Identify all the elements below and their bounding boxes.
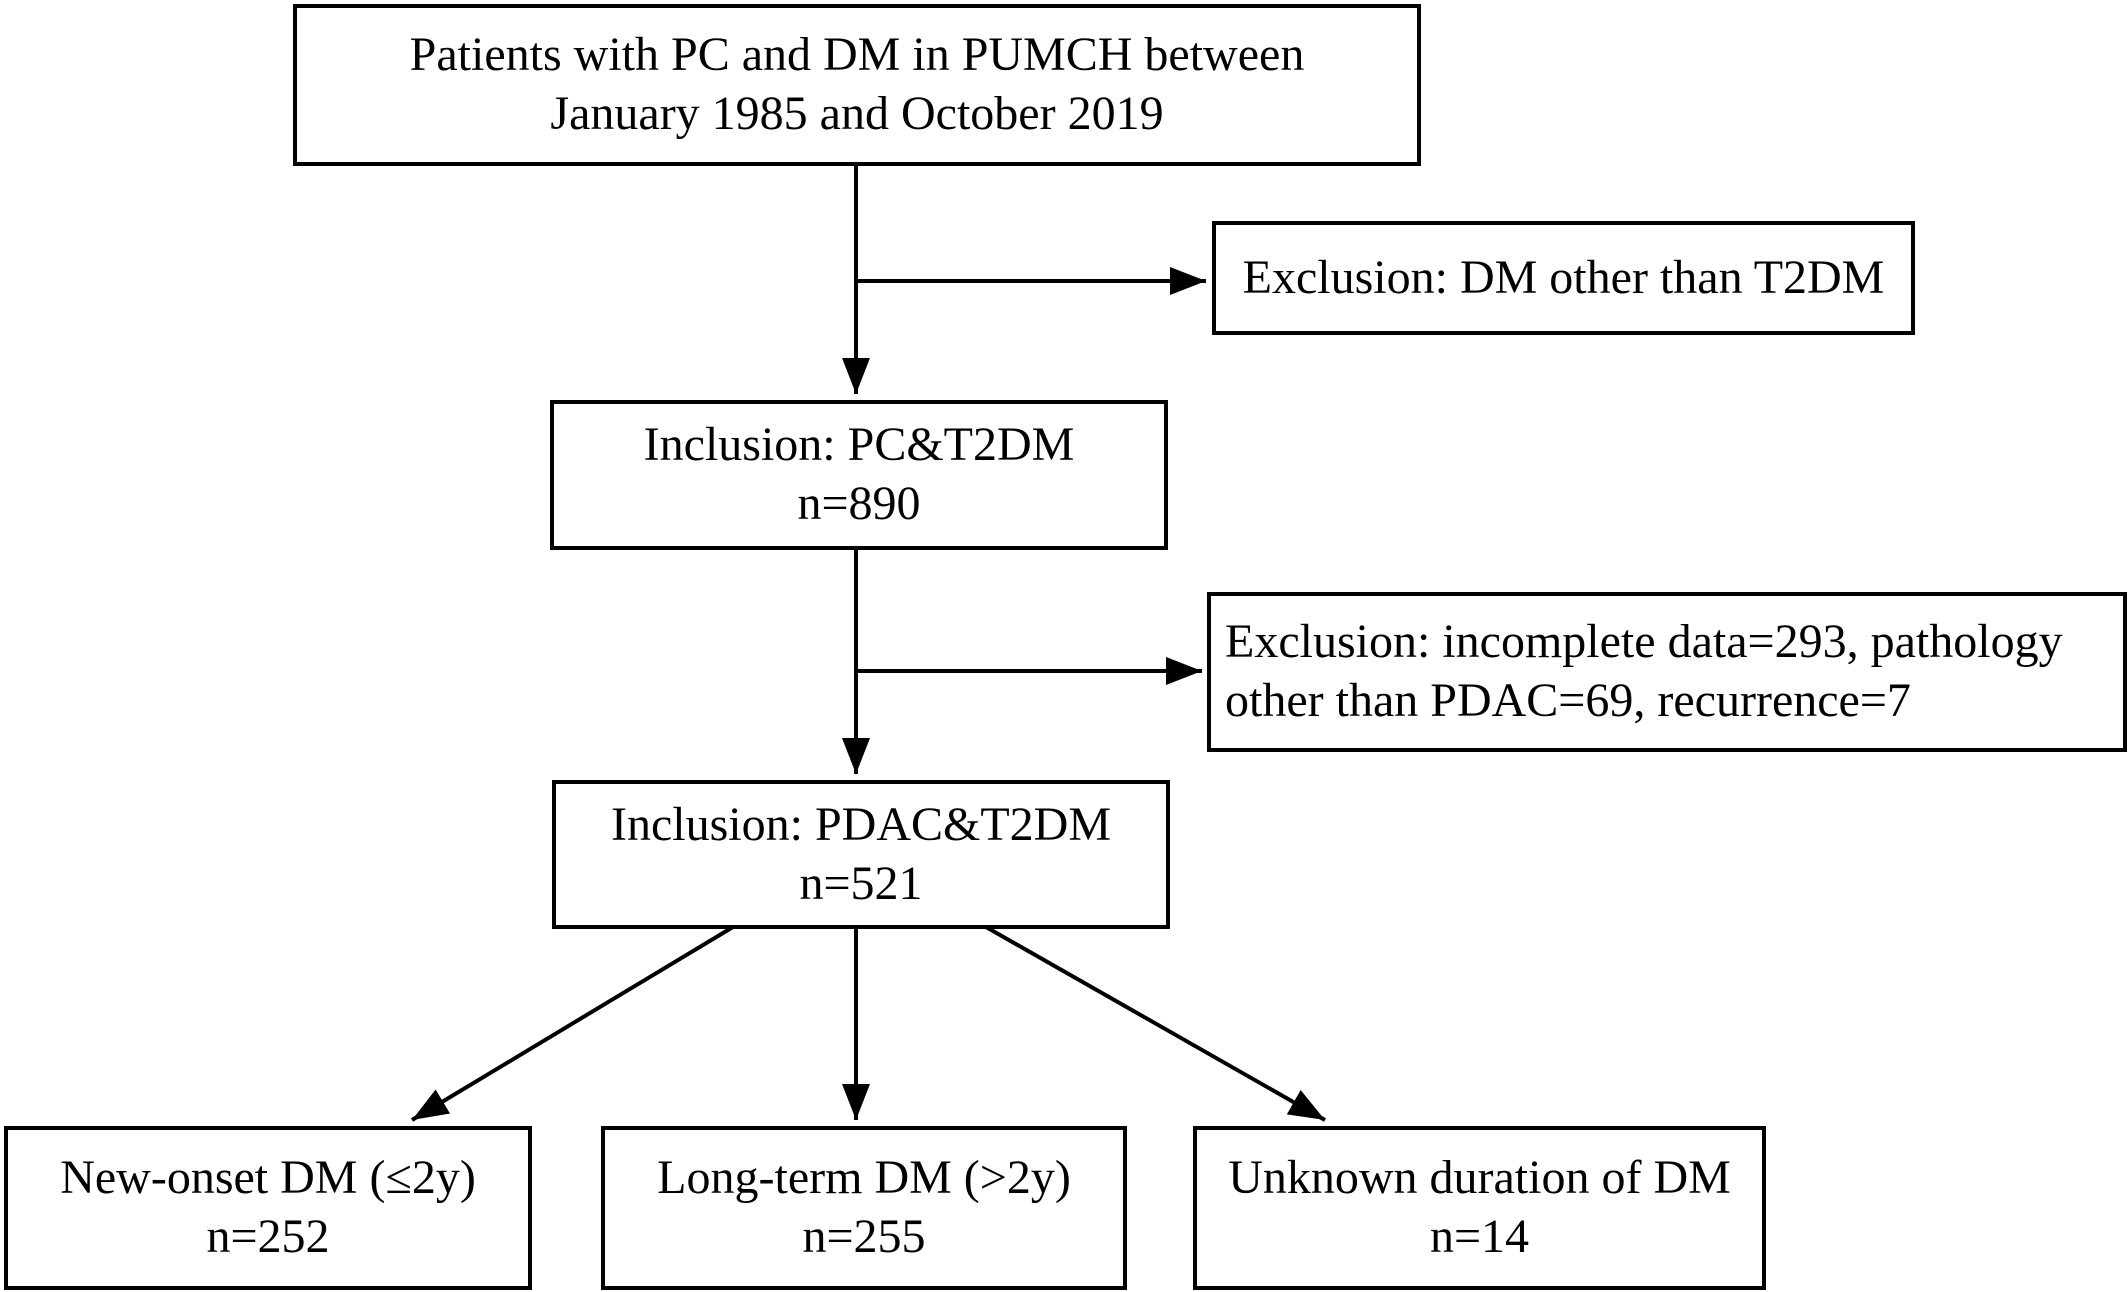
unknown-duration-dm-box: Unknown duration of DM n=14 xyxy=(1193,1126,1766,1290)
exclusion-2-line-2: other than PDAC=69, recurrence=7 xyxy=(1225,674,1911,727)
new-onset-line-2: n=252 xyxy=(206,1210,330,1263)
unknown-line-1: Unknown duration of DM xyxy=(1228,1151,1731,1205)
long-term-line-1: Long-term DM (>2y) xyxy=(657,1151,1071,1205)
source-population-box: Patients with PC and DM in PUMCH between… xyxy=(293,4,1421,166)
long-term-dm-box: Long-term DM (>2y) n=255 xyxy=(601,1126,1127,1290)
arrow-to-unknown xyxy=(985,925,1326,1122)
exclusion-1-line-1: Exclusion: DM other than T2DM xyxy=(1242,250,1885,304)
new-onset-line-1: New-onset DM (≤2y) xyxy=(60,1151,476,1205)
exclusion-2-line-1: Exclusion: incomplete data=293, patholog… xyxy=(1225,615,2063,669)
source-line-2: January 1985 and October 2019 xyxy=(550,87,1164,140)
new-onset-dm-box: New-onset DM (≤2y) n=252 xyxy=(4,1126,532,1290)
inclusion-box-1: Inclusion: PC&T2DM n=890 xyxy=(550,400,1168,550)
inclusion-2-line-1: Inclusion: PDAC&T2DM xyxy=(610,797,1111,851)
inclusion-box-2: Inclusion: PDAC&T2DM n=521 xyxy=(552,780,1170,929)
long-term-line-2: n=255 xyxy=(802,1210,926,1263)
exclusion-box-1: Exclusion: DM other than T2DM xyxy=(1212,221,1915,335)
source-line-1: Patients with PC and DM in PUMCH between xyxy=(409,28,1305,82)
inclusion-1-line-1: Inclusion: PC&T2DM xyxy=(643,418,1075,472)
unknown-line-2: n=14 xyxy=(1429,1210,1530,1263)
arrow-to-new-onset xyxy=(410,925,735,1122)
inclusion-1-line-2: n=890 xyxy=(797,477,921,530)
exclusion-box-2: Exclusion: incomplete data=293, patholog… xyxy=(1207,592,2127,752)
inclusion-2-line-2: n=521 xyxy=(799,856,923,910)
